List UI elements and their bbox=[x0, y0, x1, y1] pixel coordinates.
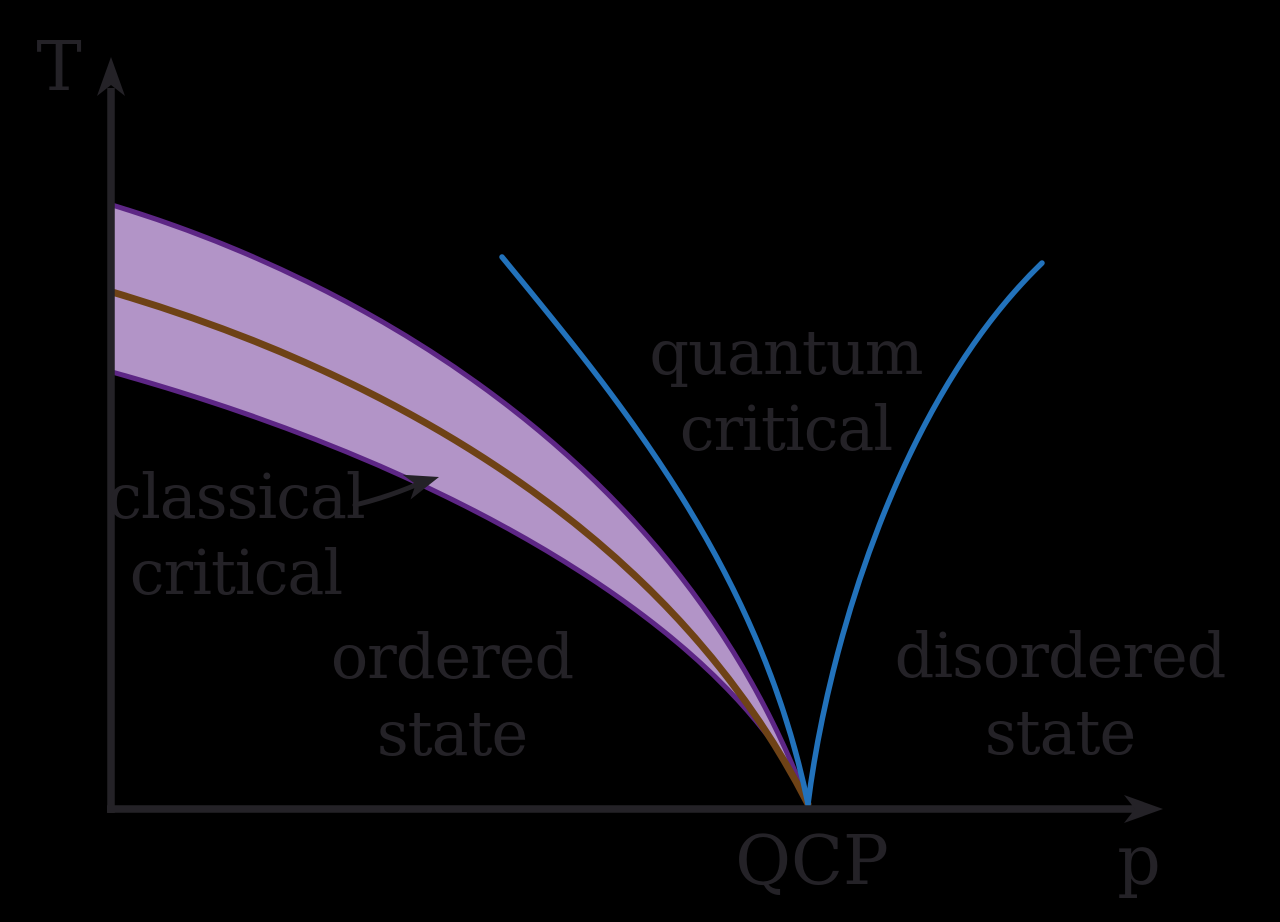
classical-transition-line bbox=[108, 288, 812, 808]
quantum-critical-left-boundary bbox=[499, 254, 811, 807]
quantum-critical-label-line1: quantum bbox=[649, 316, 922, 389]
y-axis-arrowhead bbox=[97, 57, 125, 96]
classical-critical-label-line1: classical bbox=[107, 460, 365, 533]
classical-critical-label-line2: critical bbox=[130, 536, 342, 609]
band-upper-edge bbox=[109, 202, 811, 807]
ordered-state-label-line1: ordered bbox=[331, 620, 573, 693]
x-axis-label: p bbox=[1117, 822, 1161, 901]
annotation-arrow-shaft bbox=[352, 481, 421, 508]
annotation-arrowhead bbox=[402, 474, 439, 500]
y-axis-label: T bbox=[36, 28, 81, 107]
disordered-state-label-line2: state bbox=[985, 696, 1135, 769]
disordered-state-label-line1: disordered bbox=[895, 619, 1226, 692]
x-axis-arrowhead bbox=[1124, 795, 1163, 823]
quantum-critical-right-boundary bbox=[805, 260, 1045, 807]
quantum-critical-label-line2: critical bbox=[680, 392, 892, 465]
ordered-state-label-line2: state bbox=[377, 697, 527, 770]
qcp-label: QCP bbox=[735, 822, 889, 901]
